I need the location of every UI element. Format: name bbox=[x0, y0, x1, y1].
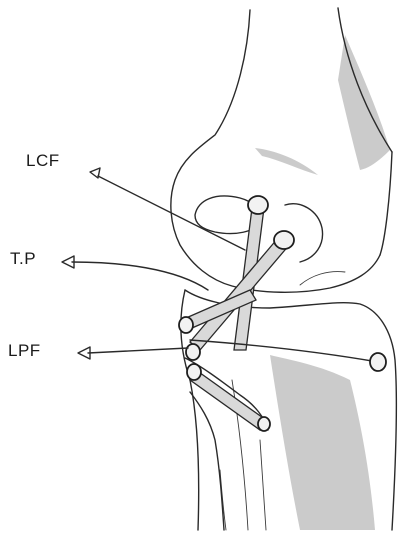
label-lpf: LPF bbox=[8, 341, 41, 360]
tp-arrow bbox=[72, 262, 208, 290]
label-tp: T.P bbox=[10, 249, 36, 268]
femoral-peg-upper bbox=[248, 196, 268, 214]
fibular-peg-lower bbox=[187, 364, 201, 380]
distal-peg bbox=[258, 417, 270, 431]
label-lcf: LCF bbox=[26, 151, 60, 170]
lpf-arrow bbox=[88, 348, 188, 353]
lcf-arrowhead bbox=[90, 168, 100, 178]
lcf-arrow bbox=[98, 176, 245, 250]
fibular-peg-middle bbox=[186, 344, 200, 360]
femoral-peg-lower bbox=[274, 231, 294, 249]
tibial-peg-right bbox=[370, 353, 386, 371]
fibular-peg-upper bbox=[179, 317, 193, 333]
